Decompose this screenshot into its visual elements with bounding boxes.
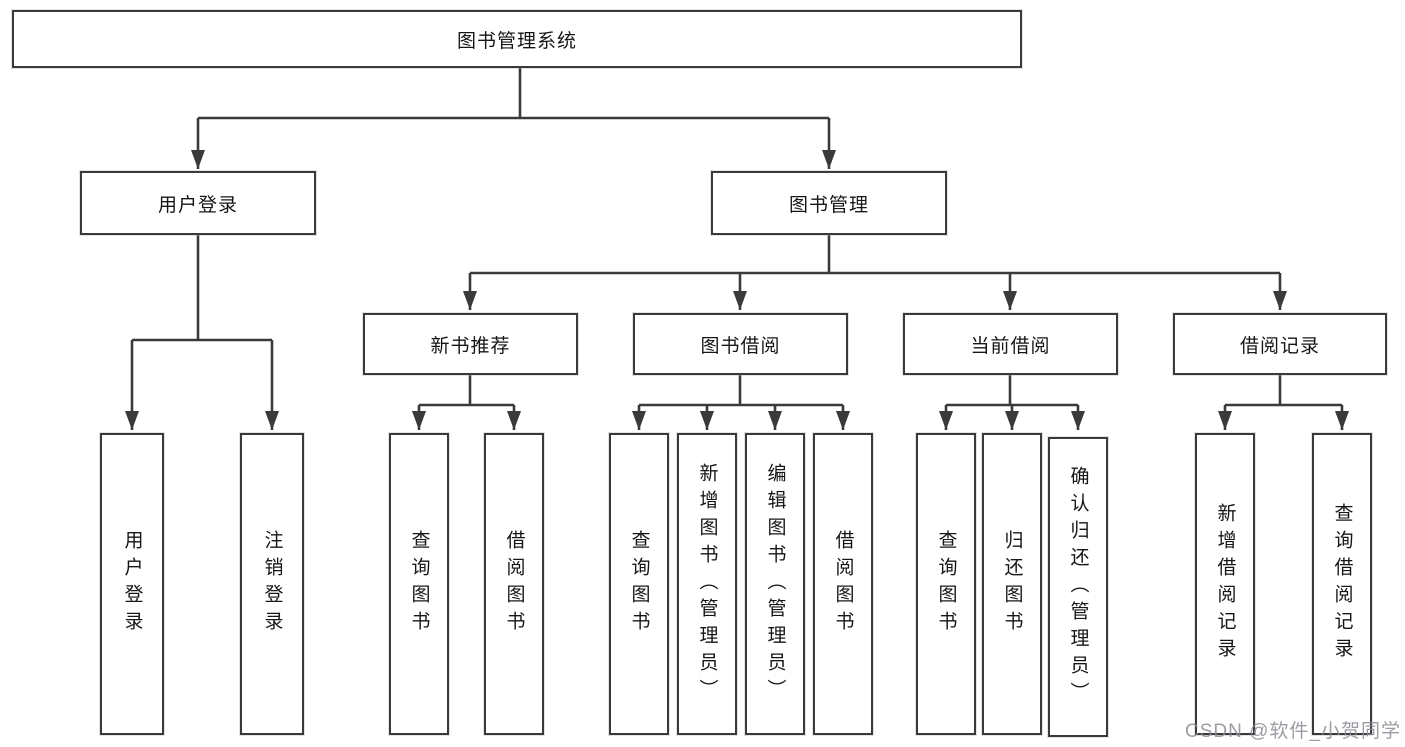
leaf-query-borrow-record: 查询借阅记录 <box>1312 433 1372 735</box>
leaf-confirm-return-admin: 确认归还（管理员） <box>1048 437 1108 737</box>
leaf-edit-book-admin: 编辑图书（管理员） <box>745 433 805 735</box>
leaf-query-books-borrow: 查询图书 <box>609 433 669 735</box>
leaf-query-books-current: 查询图书 <box>916 433 976 735</box>
node-new-book-recommend: 新书推荐 <box>363 313 578 375</box>
leaf-query-books-recommend: 查询图书 <box>389 433 449 735</box>
node-book-borrow: 图书借阅 <box>633 313 848 375</box>
csdn-watermark: CSDN @软件_小贺同学 <box>1185 721 1401 742</box>
leaf-user-login: 用户登录 <box>100 433 164 735</box>
leaf-logout: 注销登录 <box>240 433 304 735</box>
node-root-system: 图书管理系统 <box>12 10 1022 68</box>
node-book-management: 图书管理 <box>711 171 947 235</box>
node-user-login: 用户登录 <box>80 171 316 235</box>
leaf-borrow-books: 借阅图书 <box>813 433 873 735</box>
leaf-add-borrow-record: 新增借阅记录 <box>1195 433 1255 735</box>
leaf-borrow-books-recommend: 借阅图书 <box>484 433 544 735</box>
node-borrow-records: 借阅记录 <box>1173 313 1387 375</box>
leaf-add-book-admin: 新增图书（管理员） <box>677 433 737 735</box>
leaf-return-book: 归还图书 <box>982 433 1042 735</box>
node-current-borrow: 当前借阅 <box>903 313 1118 375</box>
